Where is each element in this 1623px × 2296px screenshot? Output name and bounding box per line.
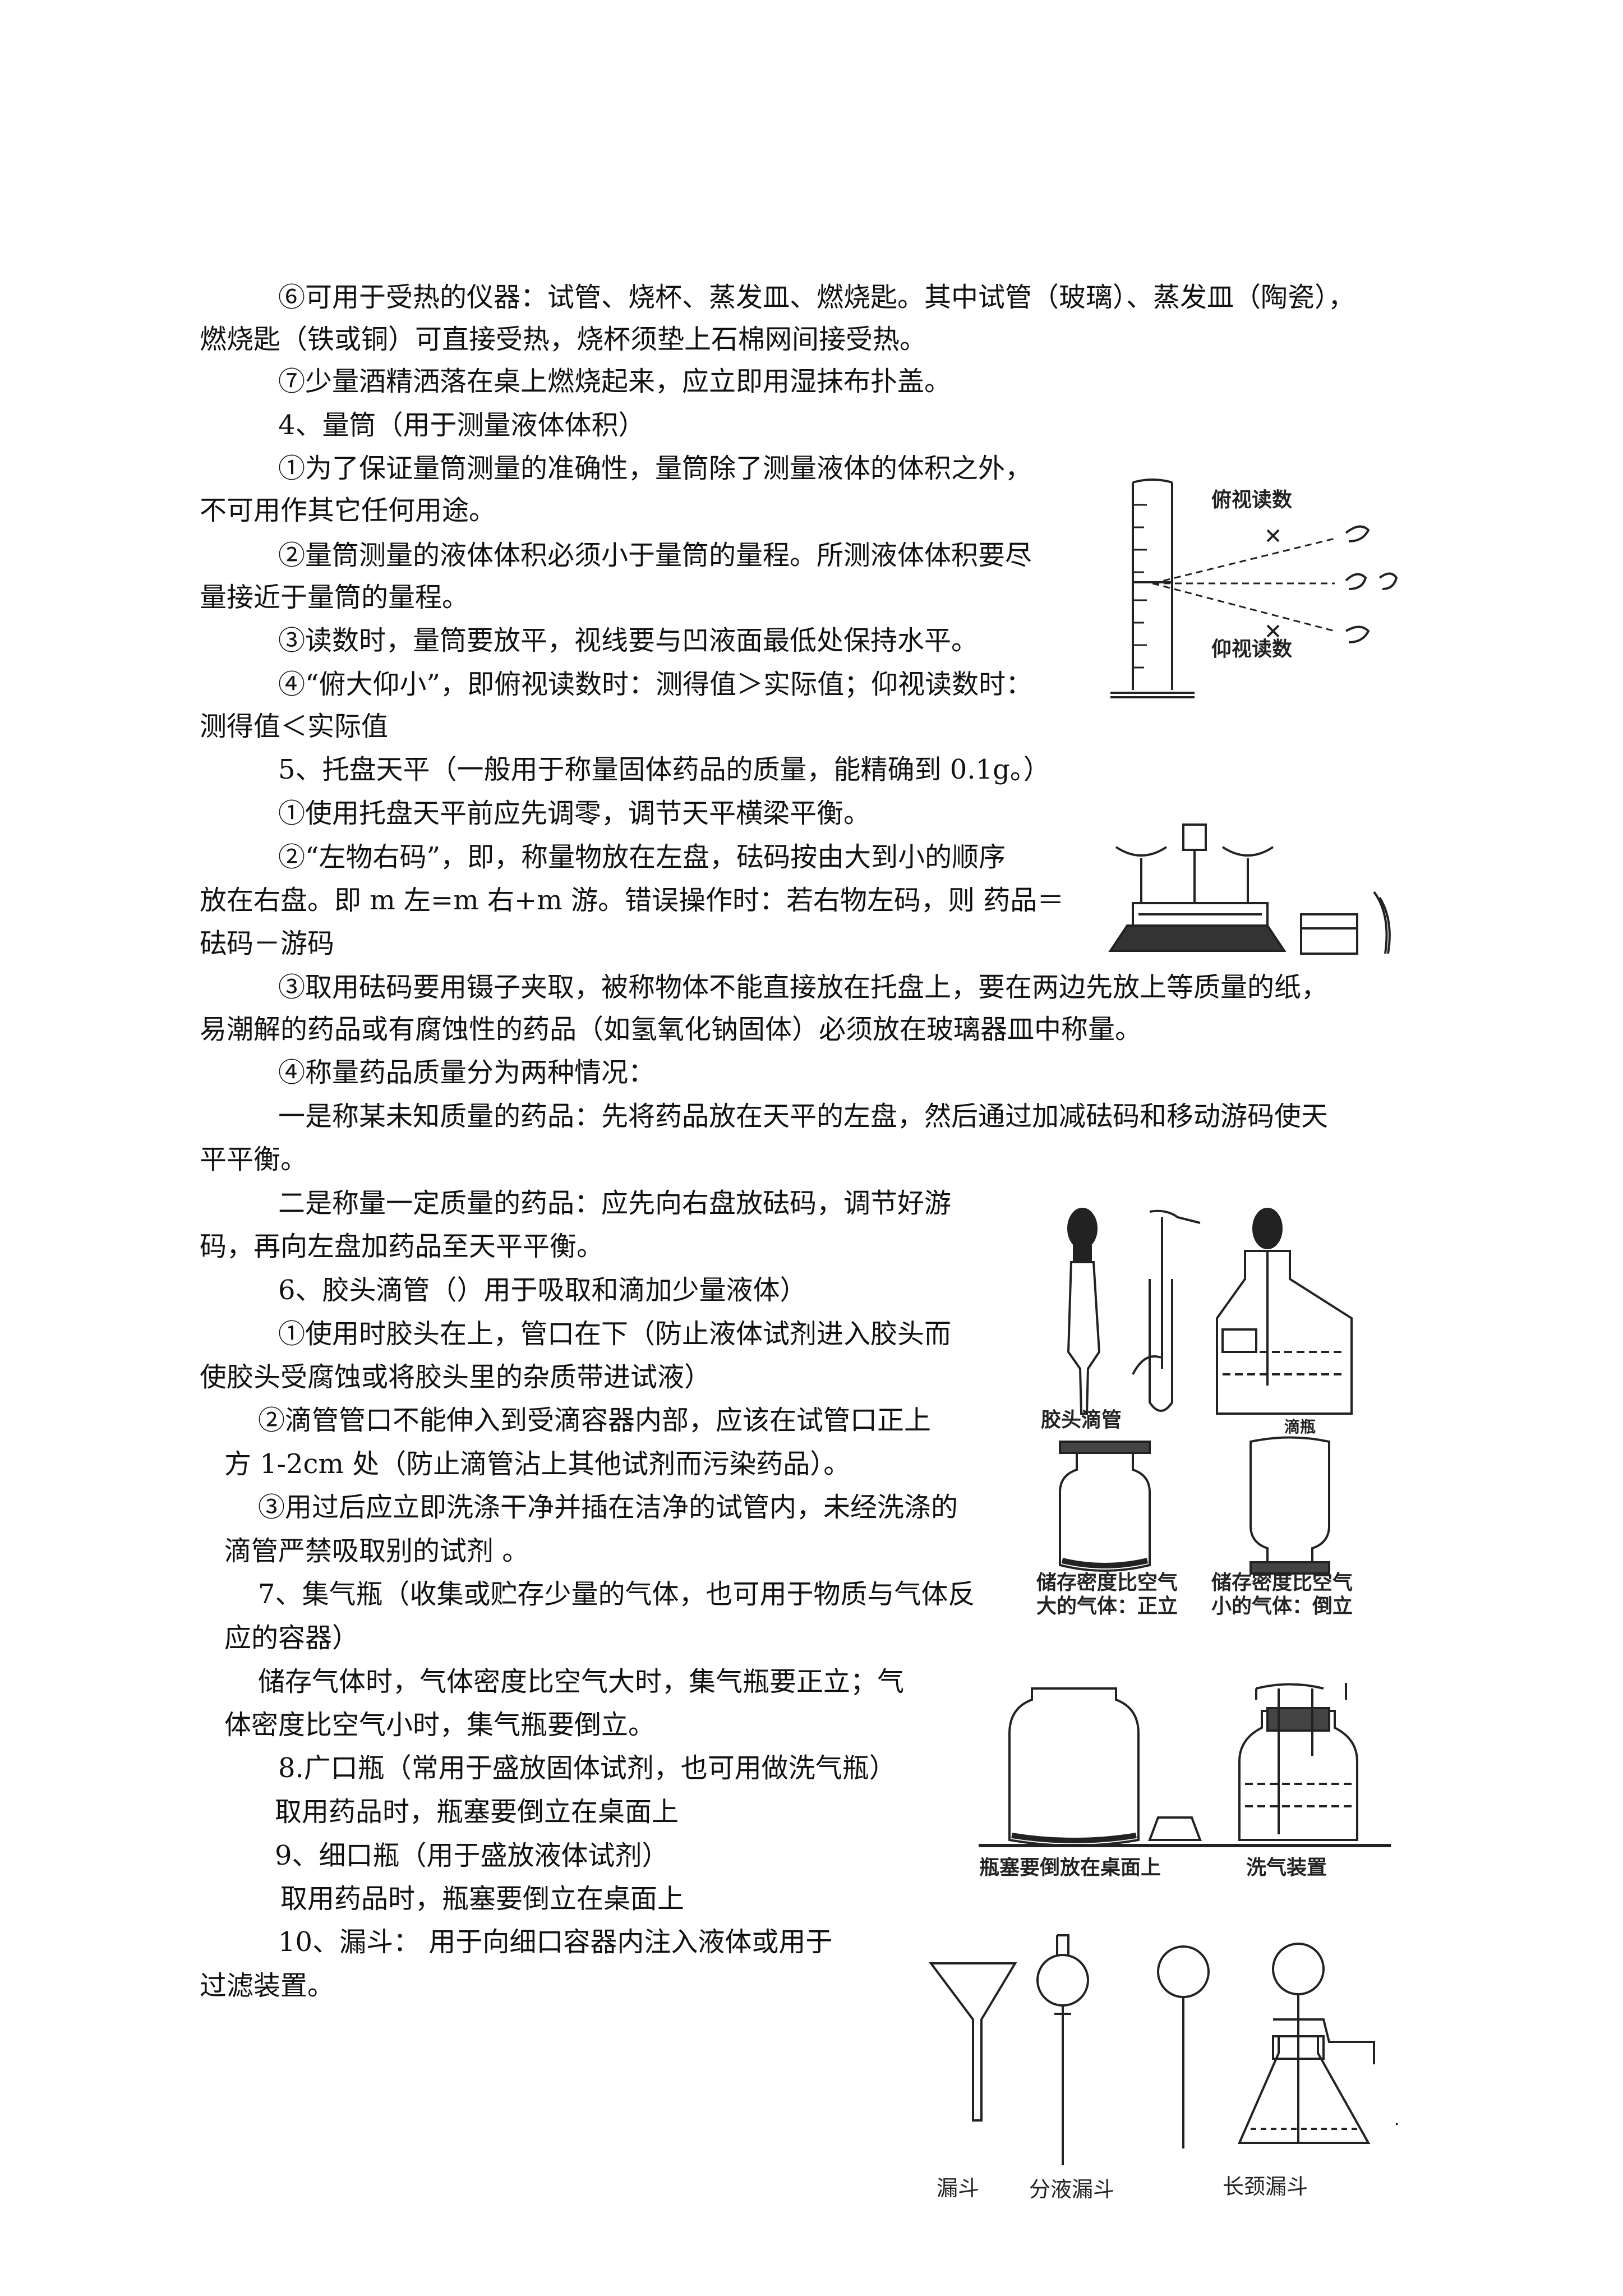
text-line: 取用药品时，瓶塞要倒立在桌面上 (275, 1796, 679, 1828)
measuring-cylinder-figure: 俯视读数 仰视读数 (1099, 471, 1413, 707)
text-line: ⑥可用于受热的仪器：试管、烧杯、蒸发皿、燃烧匙。其中试管（玻璃）、蒸发皿（陶瓷）… (278, 282, 1355, 313)
text-line: ②滴管管口不能伸入到受滴容器内部，应该在试管口正上 (258, 1405, 932, 1436)
wide-mouth-bottle-drawing (979, 1683, 1391, 1847)
gas-bottle-inverted-label-1: 储存密度比空气 (1211, 1571, 1353, 1594)
dropper-label: 胶头滴管 (1041, 1409, 1122, 1432)
page-mark: · (1394, 2115, 1400, 2134)
balance-drawing (1108, 823, 1391, 955)
section-heading: 7、集气瓶（收集或贮存少量的气体，也可用于物质与气体反 (258, 1579, 975, 1610)
funnels-figure: 漏斗 分液漏斗 长颈漏斗 (925, 1907, 1430, 2221)
text-line: ③用过后应立即洗涤干净并插在洁净的试管内，未经洗涤的 (258, 1492, 958, 1523)
gas-bottle-drawing (1059, 1436, 1330, 1575)
wide-mouth-bottle-figure: 瓶塞要倒放在桌面上 洗气装置 (976, 1677, 1391, 1890)
section-heading: 6、胶头滴管（）用于吸取和滴加少量液体） (278, 1274, 807, 1306)
text-line: ⑦少量酒精洒落在桌上燃烧起来，应立即用湿抹布扑盖。 (278, 366, 952, 397)
text-line: 燃烧匙（铁或铜）可直接受热，烧杯须垫上石棉网间接受热。 (200, 324, 927, 355)
text-line: ④称量药品质量分为两种情况： (278, 1057, 656, 1088)
text-line: ①为了保证量筒测量的准确性，量筒除了测量液体的体积之外， (278, 453, 1032, 484)
text-line: 不可用作其它任何用途。 (200, 495, 496, 526)
text-line: 使胶头受腐蚀或将胶头里的杂质带进试液） (200, 1361, 712, 1393)
text-line: 过滤装置。 (200, 1970, 335, 2001)
text-line: ②量筒测量的液体体积必须小于量筒的量程。所测液体体积要尽 (278, 540, 1032, 571)
cylinder-label-top: 俯视读数 (1211, 489, 1293, 512)
text-line: 滴管严禁吸取别的试剂 。 (224, 1535, 529, 1567)
text-line: ③读数时，量筒要放平，视线要与凹液面最低处保持水平。 (278, 625, 979, 656)
dropper-figure: 胶头滴管 滴瓶 (1038, 1206, 1396, 1436)
gas-washing-label: 洗气装置 (1246, 1856, 1327, 1879)
text-line: 放在右盘。即 m 左=m 右+m 游。错误操作时：若右物左码，则 药品＝ (200, 885, 1064, 916)
gas-bottle-inverted-label-2: 小的气体：倒立 (1211, 1595, 1353, 1618)
text-line: 量接近于量筒的量程。 (200, 582, 469, 613)
separatory-funnel-label: 分液漏斗 (1029, 2177, 1115, 2202)
cylinder-label-bottom: 仰视读数 (1211, 638, 1293, 661)
measuring-cylinder-drawing (1110, 478, 1398, 698)
text-line: 易潮解的药品或有腐蚀性的药品（如氢氧化钠固体）必须放在玻璃器皿中称量。 (200, 1014, 1142, 1045)
text-line: 应的容器） (224, 1622, 359, 1654)
funnels-drawing (929, 1934, 1375, 2165)
balance-figure (1099, 813, 1413, 970)
long-neck-funnel-label: 长颈漏斗 (1223, 2174, 1308, 2199)
text-line: 码，再向左盘加药品至天平平衡。 (200, 1231, 604, 1262)
text-line: 二是称量一定质量的药品：应先向右盘放砝码，调节好游 (278, 1188, 952, 1219)
gas-bottle-upright-label-1: 储存密度比空气 (1036, 1571, 1178, 1594)
text-line: ④“俯大仰小”，即俯视读数时：测得值＞实际值；仰视读数时： (278, 669, 1033, 700)
dropping-bottle-label: 滴瓶 (1284, 1418, 1316, 1436)
text-line: 平平衡。 (200, 1144, 308, 1175)
gas-bottle-upright-label-2: 大的气体：正立 (1036, 1595, 1178, 1618)
text-line: 砝码－游码 (200, 928, 335, 959)
section-heading: 8.广口瓶（常用于盛放固体试剂，也可用做洗气瓶） (278, 1752, 896, 1784)
section-heading: 9、细口瓶（用于盛放液体试剂） (275, 1840, 669, 1871)
text-line: ①使用托盘天平前应先调零，调节天平横梁平衡。 (278, 798, 871, 829)
stopper-label: 瓶塞要倒放在桌面上 (979, 1856, 1161, 1879)
text-line: 储存气体时，气体密度比空气大时，集气瓶要正立；气 (258, 1666, 905, 1697)
text-line: 方 1-2cm 处（防止滴管沾上其他试剂而污染药品）。 (224, 1448, 851, 1480)
section-heading: 10、漏斗： 用于向细口容器内注入液体或用于 (278, 1926, 833, 1958)
text-line: 取用药品时，瓶塞要倒立在桌面上 (280, 1883, 685, 1915)
text-line: 测得值＜实际值 (200, 711, 389, 742)
funnel-label: 漏斗 (937, 2176, 980, 2201)
text-line: 一是称某未知质量的药品：先将药品放在天平的左盘，然后通过加减砝码和移动游码使天 (278, 1101, 1329, 1132)
section-heading: 5、托盘天平（一般用于称量固体药品的质量，能精确到 0.1g。） (278, 754, 1050, 785)
text-line: ③取用砝码要用镊子夹取，被称物体不能直接放在托盘上，要在两边先放上等质量的纸， (278, 972, 1329, 1003)
text-line: ②“左物右码”，即，称量物放在左盘，砝码按由大到小的顺序 (278, 841, 1006, 873)
text-line: 体密度比空气小时，集气瓶要倒立。 (224, 1709, 656, 1741)
dropper-drawing (1067, 1208, 1353, 1415)
gas-bottle-figure: 储存密度比空气 大的气体：正立 储存密度比空气 小的气体：倒立 (1026, 1436, 1385, 1618)
section-heading: 4、量筒（用于测量液体体积） (278, 409, 645, 441)
text-line: ①使用时胶头在上，管口在下（防止液体试剂进入胶头而 (278, 1318, 952, 1350)
